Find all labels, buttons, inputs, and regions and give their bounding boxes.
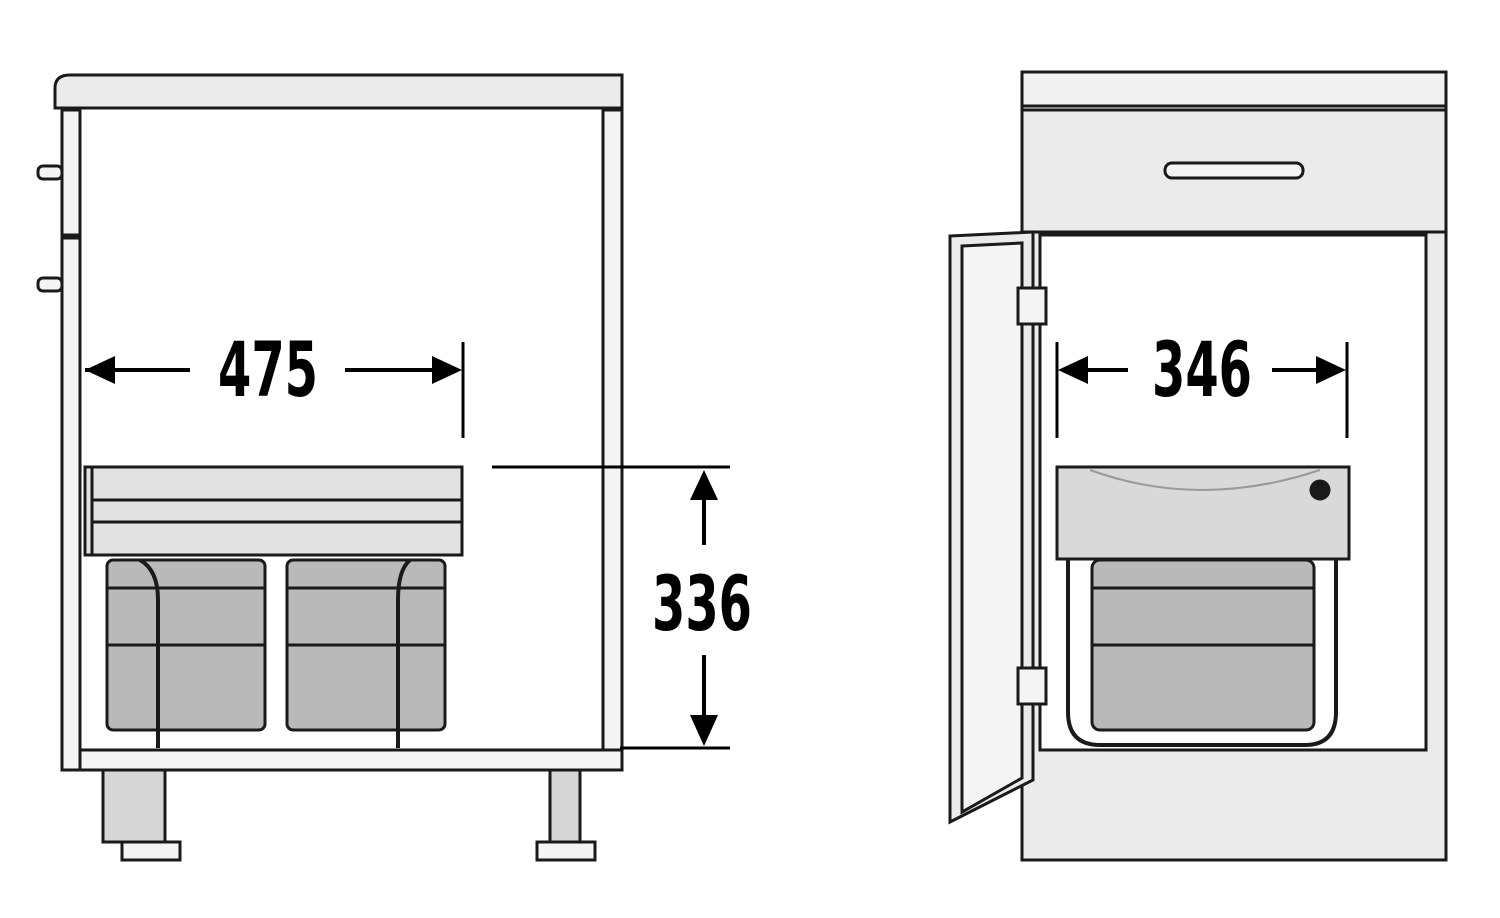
left-pullout-unit xyxy=(83,465,464,748)
left-width-dimension xyxy=(85,342,465,438)
right-hinge-bottom xyxy=(1016,666,1048,706)
left-worktop xyxy=(53,73,624,110)
right-bin-frame xyxy=(1066,560,1338,747)
left-leg-back xyxy=(548,768,582,844)
right-width-label: 346 xyxy=(1152,325,1252,414)
left-drawer-front-2 xyxy=(60,236,82,772)
left-foot-front xyxy=(120,840,182,862)
right-width-dimension xyxy=(1055,342,1349,438)
right-drawer-handle xyxy=(1163,161,1305,180)
left-width-label: 475 xyxy=(218,325,318,414)
left-cabinet xyxy=(36,73,624,862)
left-foot-back xyxy=(535,840,597,862)
left-rod-2 xyxy=(396,558,412,748)
left-back-panel xyxy=(601,108,624,772)
right-bin-unit xyxy=(1055,465,1351,747)
left-leg-front xyxy=(101,768,167,844)
left-height-label: 336 xyxy=(652,559,752,648)
right-bin-lid xyxy=(1055,465,1351,561)
right-lid-knob xyxy=(1309,479,1331,501)
left-drawer-front-1 xyxy=(60,108,82,237)
left-bottom-shelf xyxy=(78,748,624,772)
right-hinge-top xyxy=(1016,286,1048,326)
left-handle-1 xyxy=(36,164,64,181)
right-open-door xyxy=(948,230,1048,825)
left-handle-2 xyxy=(36,276,64,293)
left-height-dimension xyxy=(492,465,730,750)
left-pullout-cover xyxy=(83,465,464,557)
right-worktop xyxy=(1020,70,1448,108)
left-rod-1 xyxy=(138,558,160,748)
